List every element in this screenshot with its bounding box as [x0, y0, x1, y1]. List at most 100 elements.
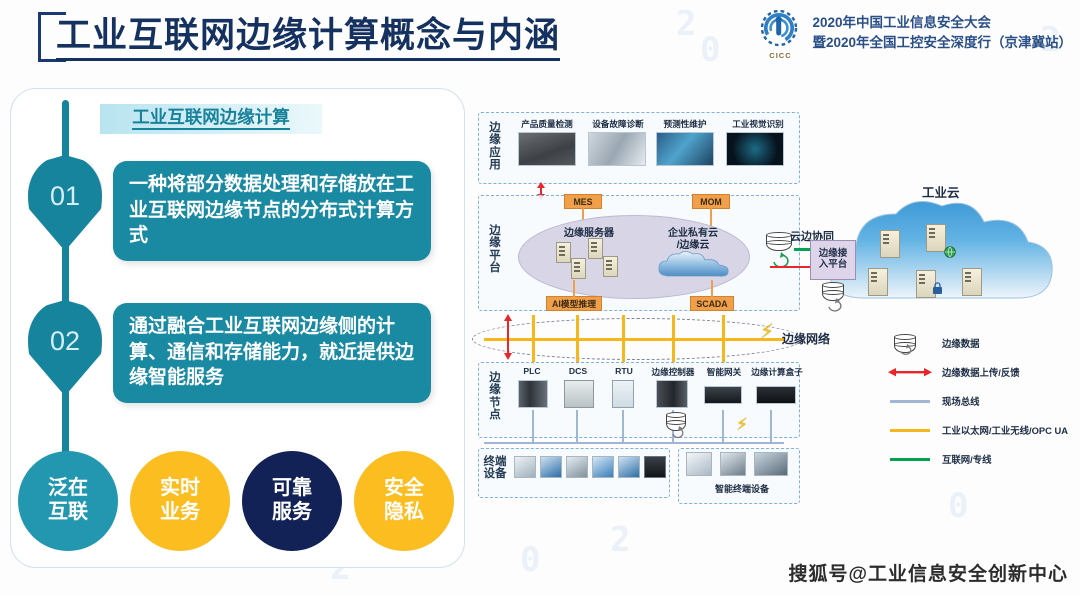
cloud-database-icon [822, 282, 844, 304]
node-caption-edge-box: 边缘计算盒子 [751, 367, 803, 377]
server-icon [588, 238, 603, 259]
network-drop-line [672, 315, 675, 365]
fieldbus-drop-line [532, 410, 534, 444]
edge-platform-layer-label: 边缘平台 [489, 225, 501, 275]
app-thumb-fault [588, 132, 646, 166]
edge-access-platform-box: 边缘接 入平台 [810, 240, 856, 280]
wireless-bolt-icon: ⚡ [736, 415, 748, 434]
mes-connector [582, 208, 584, 226]
legend-label-industrial-ethernet: 工业以太网/工业无线/OPC UA [942, 424, 1069, 436]
smart-terminal-icon-agv [754, 452, 788, 476]
network-drop-line [532, 315, 535, 365]
pill-line1: 可靠 [272, 477, 312, 500]
pill-line1: 泛在 [48, 477, 88, 500]
edge-node-layer-label: 边缘节点 [489, 372, 501, 422]
timeline-spine [62, 100, 69, 470]
edge-network-label: 边缘网络 [782, 332, 831, 346]
fieldbus-drop-line [770, 410, 772, 444]
app-caption-fault: 设备故障诊断 [592, 119, 644, 129]
pill-line2: 互联 [48, 501, 88, 523]
cloud-server-icon [880, 230, 900, 258]
cloud-database-refresh-icon [828, 298, 842, 312]
left-panel-badge-label: 工业互联网边缘计算 [132, 107, 290, 131]
legend-row-fieldbus: 现场总线 [888, 386, 1080, 415]
cloud-server-icon [962, 268, 982, 296]
server-icon [603, 256, 618, 277]
legend-internet-line-icon [888, 452, 932, 466]
node-icon-edge-box [756, 386, 796, 404]
node-database-refresh-icon [672, 426, 684, 439]
legend-row-industrial-ethernet: 工业以太网/工业无线/OPC UA [888, 415, 1080, 444]
legend-label-fieldbus: 现场总线 [942, 395, 980, 407]
left-panel-badge: 工业互联网边缘计算 [100, 104, 322, 134]
legend-ethernet-line-icon [888, 423, 932, 437]
conference-title-line1: 2020年中国工业信息安全大会 [812, 14, 991, 30]
app-caption-quality: 产品质量检测 [521, 119, 573, 129]
edge-access-platform-line1: 边缘接 [818, 248, 848, 260]
step-pin-02-number: 02 [49, 325, 81, 356]
legend-row-edge-upload: 边缘数据上传/反馈 [888, 357, 1080, 386]
app-thumb-quality [518, 132, 576, 166]
cloud-server-icon [926, 224, 946, 252]
cicc-logo-caption: CICC [769, 51, 792, 60]
edge-server-label: 边缘服务器 [564, 228, 614, 239]
smart-terminal-device-label: 智能终端设备 [714, 484, 769, 494]
page-title: 工业互联网边缘计算概念与内涵 [56, 16, 561, 62]
legend-row-edge-data: 边缘数据 [888, 328, 1080, 357]
pill-line1: 安全 [384, 477, 424, 500]
network-drop-line [622, 315, 625, 365]
step-bubble-01: 一种将部分数据处理和存储放在工业互联网边缘节点的分布式计算方式 [113, 161, 431, 261]
title-bracket-decoration [38, 12, 66, 62]
app-thumb-vision [726, 132, 784, 166]
edge-application-layer-label: 边缘应用 [489, 122, 501, 172]
node-caption-smart-gateway: 智能网关 [706, 367, 742, 377]
platform-box-mom: MOM [692, 194, 730, 209]
terminal-icon-sensor [514, 456, 536, 478]
node-caption-dcs: DCS [568, 366, 588, 376]
terminal-device-layer-label: 终端设备 [483, 456, 507, 481]
pill-line1: 实时 [160, 477, 200, 500]
node-caption-rtu: RTU [615, 366, 633, 376]
smart-terminal-icon-camera [686, 452, 712, 476]
edge-network-ellipse [472, 318, 802, 360]
ai-connector [573, 280, 575, 298]
network-drop-line [722, 315, 725, 365]
legend-label-edge-data: 边缘数据 [942, 337, 980, 349]
legend-fieldbus-line-icon [888, 394, 932, 408]
pill-line2: 服务 [272, 501, 312, 523]
lock-icon [933, 282, 942, 294]
app-caption-vision: 工业视觉识别 [732, 119, 784, 129]
cicc-gear-logo-icon: CICC [755, 6, 805, 60]
node-icon-dcs [564, 380, 594, 408]
scada-connector [711, 280, 713, 298]
server-icon [571, 258, 586, 279]
private-cloud-icon [658, 251, 729, 277]
bg-digit: 0 [520, 540, 541, 580]
node-icon-edge-controller [656, 380, 688, 408]
wireless-bolt-icon: ⚡ [760, 321, 775, 343]
conference-title-line2: 暨2020年全国工控安全深度行（京津冀站） [812, 35, 1072, 50]
fieldbus-backbone-line [484, 442, 784, 444]
edge-computing-architecture-diagram: 边缘应用 产品质量检测 设备故障诊断 预测性维护 工业视觉识别 边缘平台 MES… [470, 90, 1080, 530]
server-icon [556, 242, 571, 263]
node-icon-smart-gateway [704, 386, 742, 404]
private-cloud-label-1: 企业私有云 [668, 228, 718, 239]
slide-header: 工业互联网边缘计算概念与内涵 CICC 2020年中国工业信息安全大会 暨202… [0, 0, 1080, 74]
network-drop-line [576, 315, 579, 365]
fieldbus-drop-line [622, 410, 624, 444]
footer-watermark: 搜狐号@工业信息安全创新中心 [788, 564, 1068, 585]
smart-terminal-icon-machine [720, 452, 746, 476]
terminal-icon-robot-arm [618, 456, 640, 478]
terminal-icon-valve [540, 456, 562, 478]
legend-double-arrow-icon [888, 365, 932, 379]
node-icon-rtu [612, 380, 634, 408]
cloud-server-icon [868, 268, 888, 296]
globe-icon [944, 246, 956, 258]
platform-database-refresh-icon [773, 252, 789, 268]
edge-network-backbone-line [484, 338, 784, 341]
legend-label-edge-upload: 边缘数据上传/反馈 [942, 366, 1020, 378]
private-cloud-label-2: /边缘云 [676, 240, 710, 251]
fieldbus-drop-line [576, 410, 578, 444]
network-double-arrow-icon [504, 314, 512, 360]
